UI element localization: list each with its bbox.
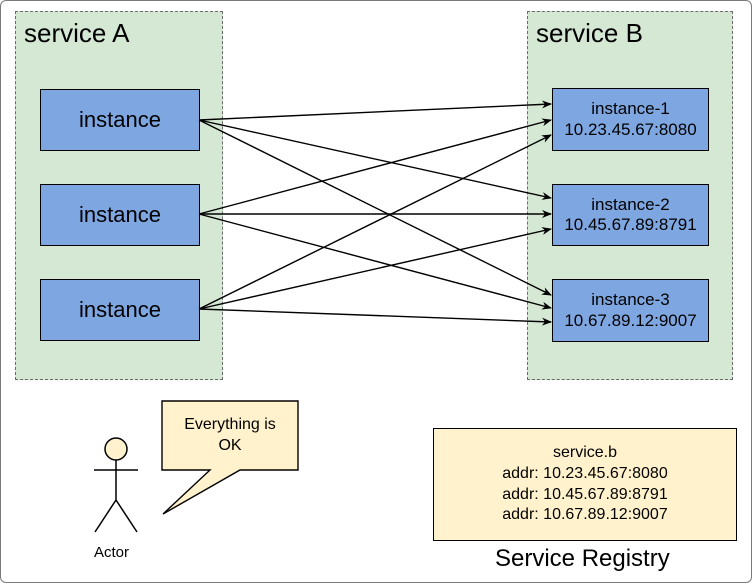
actor-icon <box>94 437 138 533</box>
actor-label: Actor <box>94 544 130 561</box>
instance-name: instance-1 <box>591 99 670 119</box>
arrow-a1-b2 <box>198 119 552 200</box>
service-b-instance-2[interactable]: instance-2 10.45.67.89:8791 <box>552 184 709 246</box>
service-a-instance-1[interactable]: instance <box>40 89 200 151</box>
service-b-title: service B <box>536 18 643 48</box>
speech-bubble <box>161 400 299 515</box>
instance-addr: 10.45.67.89:8791 <box>564 215 697 234</box>
speech-line-2: OK <box>218 436 242 454</box>
arrow-a2-b3 <box>198 213 552 310</box>
arrow-a1-b3 <box>198 119 552 296</box>
service-a-instance-3[interactable]: instance <box>40 279 200 341</box>
registry-entry-3: addr: 10.67.89.12:9007 <box>502 506 668 524</box>
registry-service: service.b <box>552 443 618 461</box>
speech-line-1: Everything is <box>184 416 276 433</box>
instance-label: instance <box>79 296 161 322</box>
instance-label: instance <box>79 201 161 227</box>
arrow-a3-b2 <box>198 227 552 310</box>
arrow-a1-b1 <box>198 100 552 121</box>
registry-entry-2: addr: 10.45.67.89:8791 <box>502 485 668 503</box>
service-a-title: service A <box>24 18 130 48</box>
service-b-instance-1[interactable]: instance-1 10.23.45.67:8080 <box>552 88 709 151</box>
arrow-a2-b1 <box>198 118 552 215</box>
instance-label: instance <box>79 106 161 132</box>
instance-addr: 10.23.45.67:8080 <box>564 119 697 139</box>
arrow-a3-b1 <box>198 134 552 310</box>
service-a-instance-2[interactable]: instance <box>40 184 200 246</box>
speech-text: Everything is OK <box>164 415 296 457</box>
instance-name: instance-3 <box>591 290 670 310</box>
arrow-a3-b3 <box>198 308 552 326</box>
registry-entry-1: addr: 10.23.45.67:8080 <box>502 464 668 482</box>
instance-addr: 10.67.89.12:9007 <box>564 310 697 330</box>
instance-name: instance-2 <box>591 194 670 214</box>
service-registry-box[interactable]: service.b addr: 10.23.45.67:8080 addr: 1… <box>433 428 737 541</box>
service-b-instance-3[interactable]: instance-3 10.67.89.12:9007 <box>552 279 709 342</box>
service-registry-title: Service Registry <box>495 545 670 572</box>
